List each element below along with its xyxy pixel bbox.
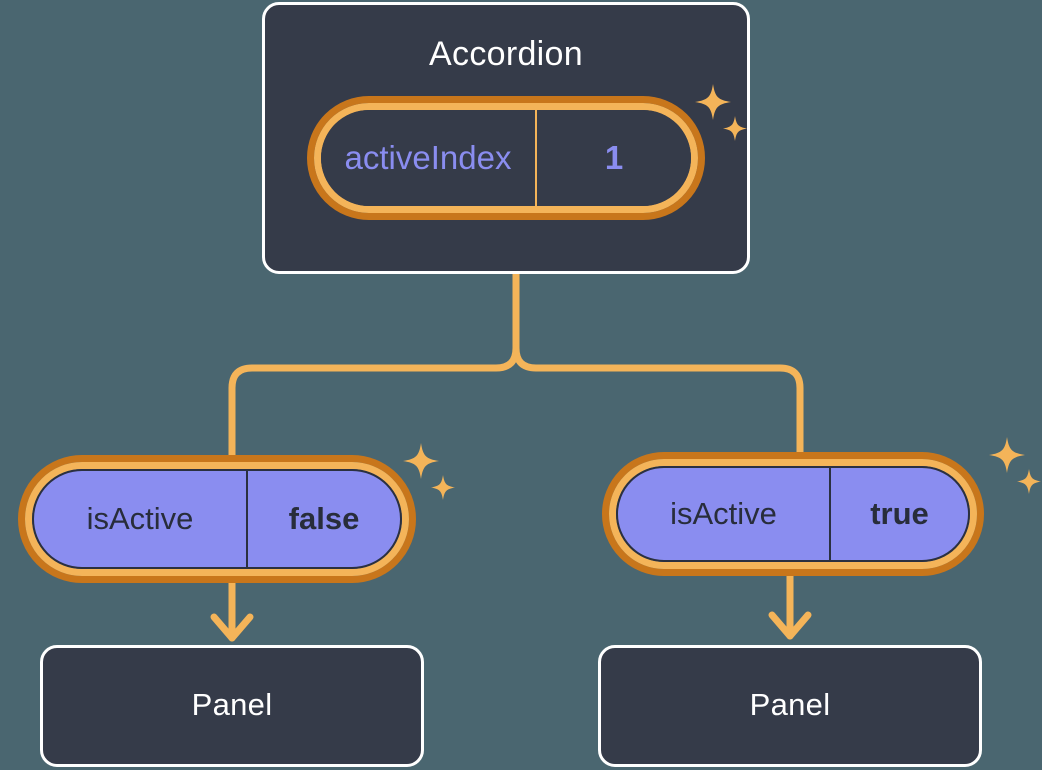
- pill-inner-ring: isActive true: [609, 459, 977, 569]
- pill-body: isActive true: [616, 466, 970, 562]
- wire-root-to-right: [512, 344, 804, 456]
- panel-title: Panel: [191, 687, 273, 722]
- pill-body: isActive false: [32, 469, 402, 569]
- state-key-label: isActive: [34, 471, 248, 567]
- state-value-label: 1: [604, 139, 624, 176]
- sparkle-star-small: [431, 475, 455, 500]
- accordion-title: Accordion: [429, 35, 583, 73]
- wire-root-to-left: [228, 344, 520, 460]
- pill-inner-ring: isActive false: [25, 462, 409, 576]
- sparkle-star-small: [1017, 469, 1041, 494]
- pill-outer-ring: activeIndex 1: [307, 96, 705, 220]
- state-value-label: true: [870, 496, 929, 531]
- sparkle-star-large: [989, 437, 1025, 473]
- component-node-panel-left[interactable]: Panel: [40, 645, 424, 767]
- panel-title: Panel: [749, 687, 831, 722]
- state-key-label: activeIndex: [321, 110, 537, 206]
- pill-inner-ring: activeIndex 1: [314, 103, 698, 213]
- pill-body: activeIndex 1: [321, 110, 691, 206]
- arrowhead-left: [210, 613, 254, 642]
- state-pill-is-active-false[interactable]: isActive false: [18, 455, 416, 583]
- pill-outer-ring: isActive false: [18, 455, 416, 583]
- sparkles-icon: [989, 437, 1041, 494]
- state-value-label: false: [288, 501, 360, 536]
- state-pill-is-active-true[interactable]: isActive true: [602, 452, 984, 576]
- arrowhead-right: [768, 611, 812, 640]
- state-key-label: isActive: [618, 468, 831, 560]
- state-pill-active-index[interactable]: activeIndex 1: [307, 96, 705, 220]
- pill-outer-ring: isActive true: [602, 452, 984, 576]
- component-node-panel-right[interactable]: Panel: [598, 645, 982, 767]
